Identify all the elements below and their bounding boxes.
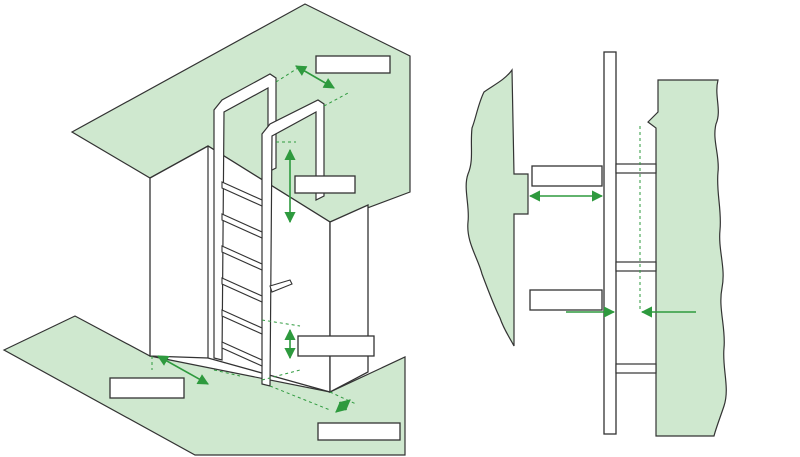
label-box-top-clearance [315, 55, 391, 74]
rung [615, 363, 657, 374]
label-box-base-clearance [317, 422, 401, 441]
label-box-side-clearance [109, 377, 185, 399]
label-box-bottom-rung-height [297, 335, 375, 357]
elevation-arrows [528, 190, 696, 318]
isometric-view [2, 3, 411, 456]
rung [221, 341, 263, 367]
rung [221, 309, 263, 335]
label-box-standoff-distance [531, 165, 603, 187]
right-stile [261, 99, 325, 387]
wall-side-face [329, 203, 369, 394]
elevation-rungs [615, 163, 657, 374]
side-clearance-arrow [157, 355, 209, 385]
rung [221, 213, 263, 239]
wall-bracket [269, 279, 293, 293]
base-clearance-arrow [335, 399, 351, 413]
reference-lines [151, 67, 357, 411]
rung [615, 163, 657, 174]
rungs [221, 181, 263, 367]
top-clearance-arrow [295, 65, 335, 89]
ladder-stile [603, 51, 617, 435]
right-wall-section [647, 79, 727, 437]
rung [221, 181, 263, 207]
dimension-arrows [157, 65, 351, 413]
label-box-handrail-extension [294, 175, 356, 194]
rung [221, 245, 263, 271]
label-box-rung-clearance [529, 289, 603, 311]
elevation-view [465, 51, 727, 437]
left-wall-section [465, 68, 529, 347]
rung [221, 277, 263, 303]
left-stile [213, 73, 277, 361]
rung [615, 261, 657, 272]
ground-surface [2, 315, 406, 456]
ladder [213, 73, 325, 387]
